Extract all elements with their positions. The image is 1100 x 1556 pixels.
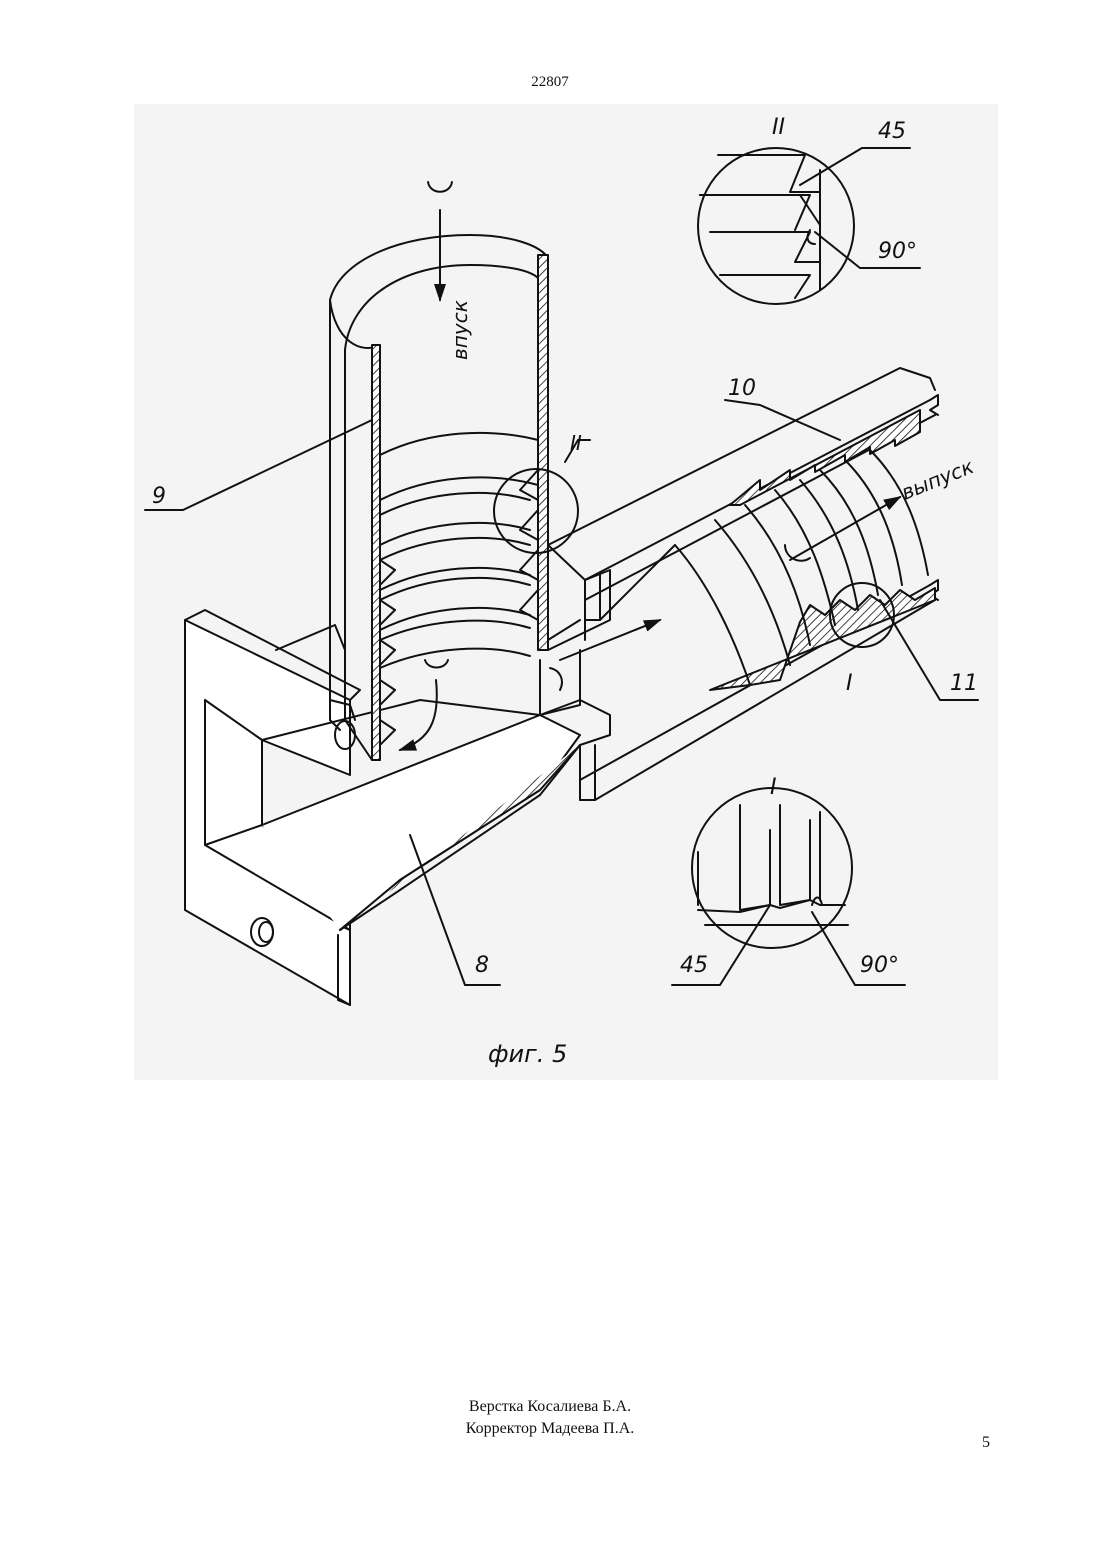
detail-title-ii: II (772, 115, 785, 140)
detail-marker-ii: II (570, 431, 582, 455)
angle-45-bottom: 45 (680, 953, 708, 978)
leader-45-top (800, 148, 910, 185)
part-label-9: 9 (152, 484, 166, 509)
detail-marker-i: I (846, 671, 853, 696)
page-number: 5 (982, 1434, 990, 1452)
inlet-label: впуск (448, 300, 472, 360)
angle-90-bottom: 90° (860, 953, 899, 978)
inlet-pipe (330, 182, 548, 760)
leader-9 (145, 420, 372, 510)
footer-credits: Верстка Косалиева Б.А. Корректор Мадеева… (0, 1396, 1100, 1440)
angle-45-top: 45 (878, 119, 906, 144)
detail-ii (698, 148, 854, 304)
detail-i (692, 788, 852, 948)
layout-credit: Верстка Косалиева Б.А. (0, 1396, 1100, 1418)
part-label-11: 11 (950, 671, 978, 696)
technical-drawing: впуск выпуск 9 10 11 8 II I II I 45 90° … (0, 0, 1100, 1100)
part-label-10: 10 (728, 376, 756, 401)
detail-title-i: I (770, 775, 777, 800)
cone-body (262, 625, 580, 930)
outlet-label: выпуск (898, 454, 977, 505)
angle-90-top: 90° (878, 239, 917, 264)
figure-caption: фиг. 5 (488, 1040, 567, 1068)
proofreader-credit: Корректор Мадеева П.А. (0, 1418, 1100, 1440)
part-label-8: 8 (475, 953, 489, 978)
